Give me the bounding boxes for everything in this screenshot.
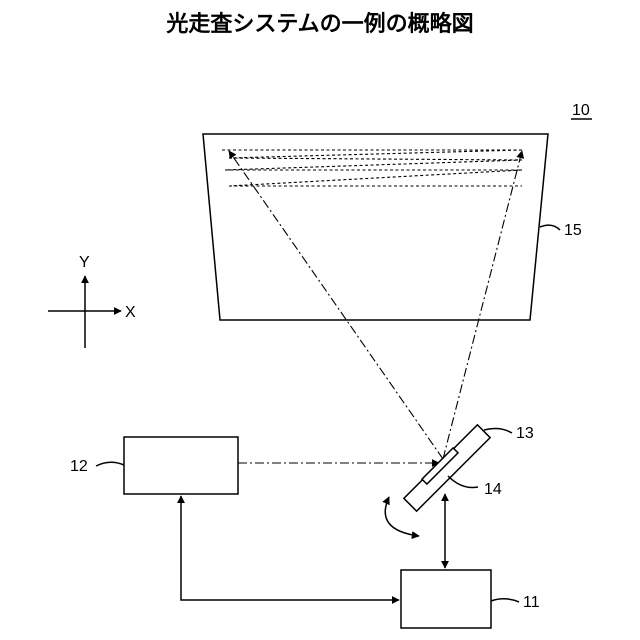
mirror-leader <box>448 476 478 488</box>
light-source-box <box>124 437 238 494</box>
x-axis-label: X <box>125 304 136 321</box>
scanner-leader <box>484 429 512 433</box>
screen <box>203 134 548 320</box>
controller-label: 11 <box>523 594 540 611</box>
light-source-label: 12 <box>70 458 88 475</box>
system-label: 10 <box>572 102 590 119</box>
screen-label: 15 <box>564 222 582 239</box>
controller-light-source-link <box>181 496 399 600</box>
controller-leader <box>491 599 519 602</box>
scanner <box>404 425 490 511</box>
axis-indicator: Y X <box>48 254 136 348</box>
screen-leader <box>540 225 560 230</box>
scanner-label: 13 <box>516 425 534 442</box>
y-axis-label: Y <box>79 254 90 271</box>
controller-box <box>401 570 491 628</box>
scanner-plate <box>404 425 490 511</box>
light-source-leader <box>96 462 124 466</box>
mirror-label: 14 <box>484 481 502 498</box>
